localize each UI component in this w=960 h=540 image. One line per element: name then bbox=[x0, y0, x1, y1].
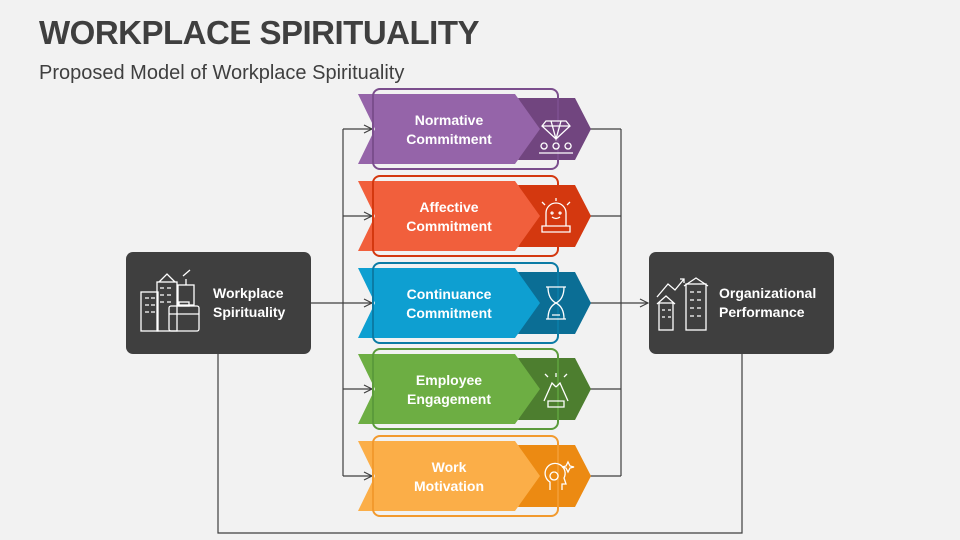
item-label-line2: Commitment bbox=[406, 131, 492, 147]
main-chevron bbox=[358, 354, 540, 424]
source-label-line2: Spirituality bbox=[213, 304, 286, 320]
diamond-people-icon bbox=[539, 120, 573, 154]
source-label-line1: Workplace bbox=[213, 285, 284, 301]
page-title: WORKPLACE SPIRITUALITY bbox=[39, 14, 480, 51]
item-label-line2: Engagement bbox=[407, 391, 491, 407]
alarm-light-smile-icon bbox=[541, 198, 571, 233]
page-subtitle: Proposed Model of Workplace Spirituality bbox=[39, 62, 405, 84]
item-label-line1: Continuance bbox=[407, 286, 492, 302]
dark-chevron bbox=[518, 185, 591, 247]
growth-buildings-icon bbox=[656, 277, 709, 331]
office-buildings-briefcase-icon bbox=[140, 269, 200, 332]
item-label-line1: Work bbox=[432, 459, 467, 475]
main-chevron bbox=[358, 181, 540, 251]
hourglass-icon bbox=[546, 286, 566, 320]
main-chevron bbox=[358, 268, 540, 338]
high-five-hands-icon bbox=[543, 373, 569, 408]
target-box-organizational-performance: Organizational Performance bbox=[649, 252, 834, 354]
main-chevron bbox=[358, 441, 540, 511]
item-outline bbox=[372, 348, 559, 430]
item-label-line2: Commitment bbox=[406, 218, 492, 234]
dark-chevron bbox=[518, 272, 591, 334]
target-label-line1: Organizational bbox=[719, 285, 816, 301]
item-label-line1: Affective bbox=[419, 199, 478, 215]
item-outline bbox=[372, 88, 559, 170]
item-outline bbox=[372, 175, 559, 257]
dark-chevron bbox=[518, 98, 591, 160]
head-sparkle-icon bbox=[544, 460, 575, 490]
target-label-line2: Performance bbox=[719, 304, 805, 320]
item-label-line2: Motivation bbox=[414, 478, 484, 494]
dark-chevron bbox=[518, 445, 591, 507]
dark-chevron bbox=[518, 358, 591, 420]
item-label-line1: Normative bbox=[415, 112, 484, 128]
item-label-line2: Commitment bbox=[406, 305, 492, 321]
main-chevron bbox=[358, 94, 540, 164]
item-outline bbox=[372, 262, 559, 344]
item-label-line1: Employee bbox=[416, 372, 482, 388]
source-box-workplace-spirituality: Workplace Spirituality bbox=[126, 252, 311, 354]
